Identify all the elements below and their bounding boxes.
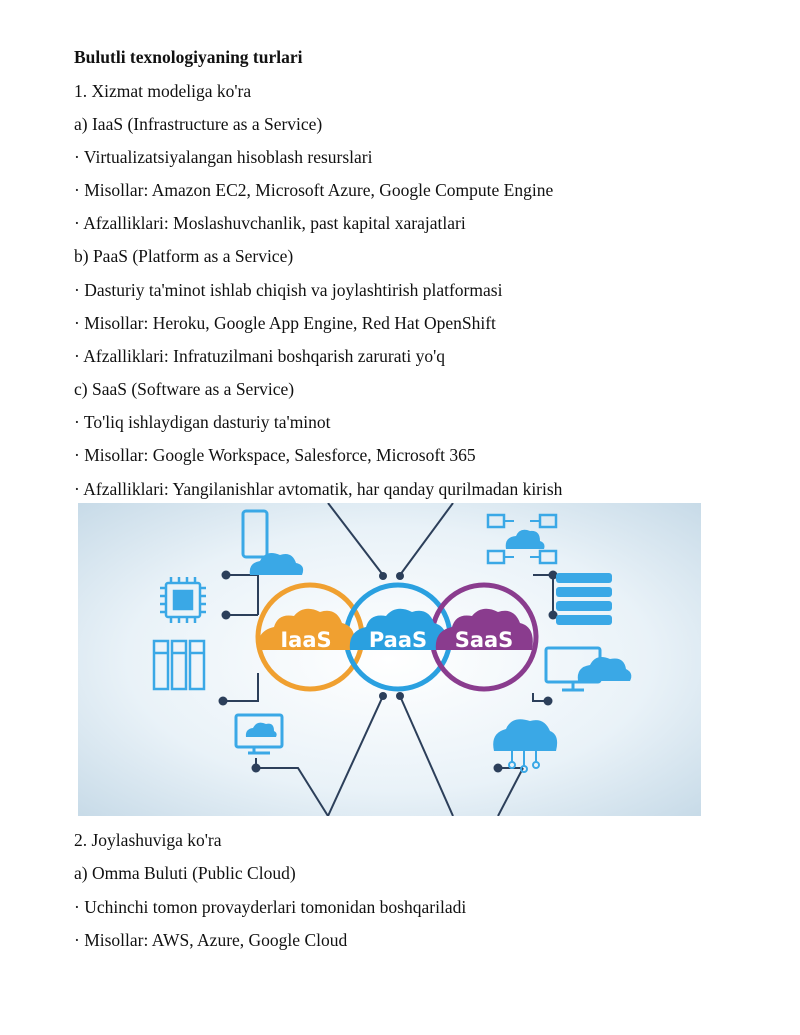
- bullet-item: · Afzalliklari: Yangilanishlar avtomatik…: [74, 479, 563, 499]
- section-heading: 2. Joylashuviga ko'ra: [74, 830, 222, 850]
- bullet-item: · Misollar: AWS, Azure, Google Cloud: [74, 930, 348, 950]
- database-stack-icon: [556, 573, 612, 625]
- monitor-cloud-icon: [234, 713, 284, 755]
- cloud-models-illustration: IaaS PaaS SaaS: [78, 503, 701, 816]
- svg-text:IaaS: IaaS: [280, 628, 331, 652]
- bullet-item: · Misollar: Amazon EC2, Microsoft Azure,…: [74, 180, 554, 200]
- bullet-item: · Dasturiy ta'minot ishlab chiqish va jo…: [74, 280, 503, 300]
- document-title: Bulutli texnologiyaning turlari: [74, 47, 303, 67]
- server-rack-icon: [152, 639, 206, 691]
- svg-text:SaaS: SaaS: [455, 628, 514, 652]
- saas-badge: SaaS: [435, 608, 533, 652]
- cpu-chip-icon: [160, 577, 206, 623]
- section-heading: 1. Xizmat modeliga ko'ra: [74, 81, 252, 101]
- bullet-item: · To'liq ishlaydigan dasturiy ta'minot: [74, 412, 331, 432]
- subsection-heading-paas: b) PaaS (Platform as a Service): [74, 246, 294, 266]
- subsection-heading-public-cloud: a) Omma Buluti (Public Cloud): [74, 863, 296, 883]
- mobile-cloud-icon: [241, 509, 304, 575]
- paas-badge: PaaS: [349, 608, 447, 652]
- svg-text:PaaS: PaaS: [369, 628, 427, 652]
- bullet-item: · Misollar: Heroku, Google App Engine, R…: [74, 313, 496, 333]
- network-cloud-icon: [486, 513, 558, 565]
- subsection-heading-iaas: a) IaaS (Infrastructure as a Service): [74, 114, 323, 134]
- subsection-heading-saas: c) SaaS (Software as a Service): [74, 379, 295, 399]
- cloud-network-icon: [493, 719, 558, 773]
- bullet-item: · Afzalliklari: Moslashuvchanlik, past k…: [74, 213, 466, 233]
- desktop-cloud-icon: [544, 646, 632, 692]
- bullet-item: · Afzalliklari: Infratuzilmani boshqaris…: [74, 346, 446, 366]
- bullet-item: · Misollar: Google Workspace, Salesforce…: [74, 445, 476, 465]
- bullet-item: · Virtualizatsiyalangan hisoblash resurs…: [74, 147, 373, 167]
- iaas-badge: IaaS: [257, 608, 355, 652]
- bullet-item: · Uchinchi tomon provayderlari tomonidan…: [74, 897, 467, 917]
